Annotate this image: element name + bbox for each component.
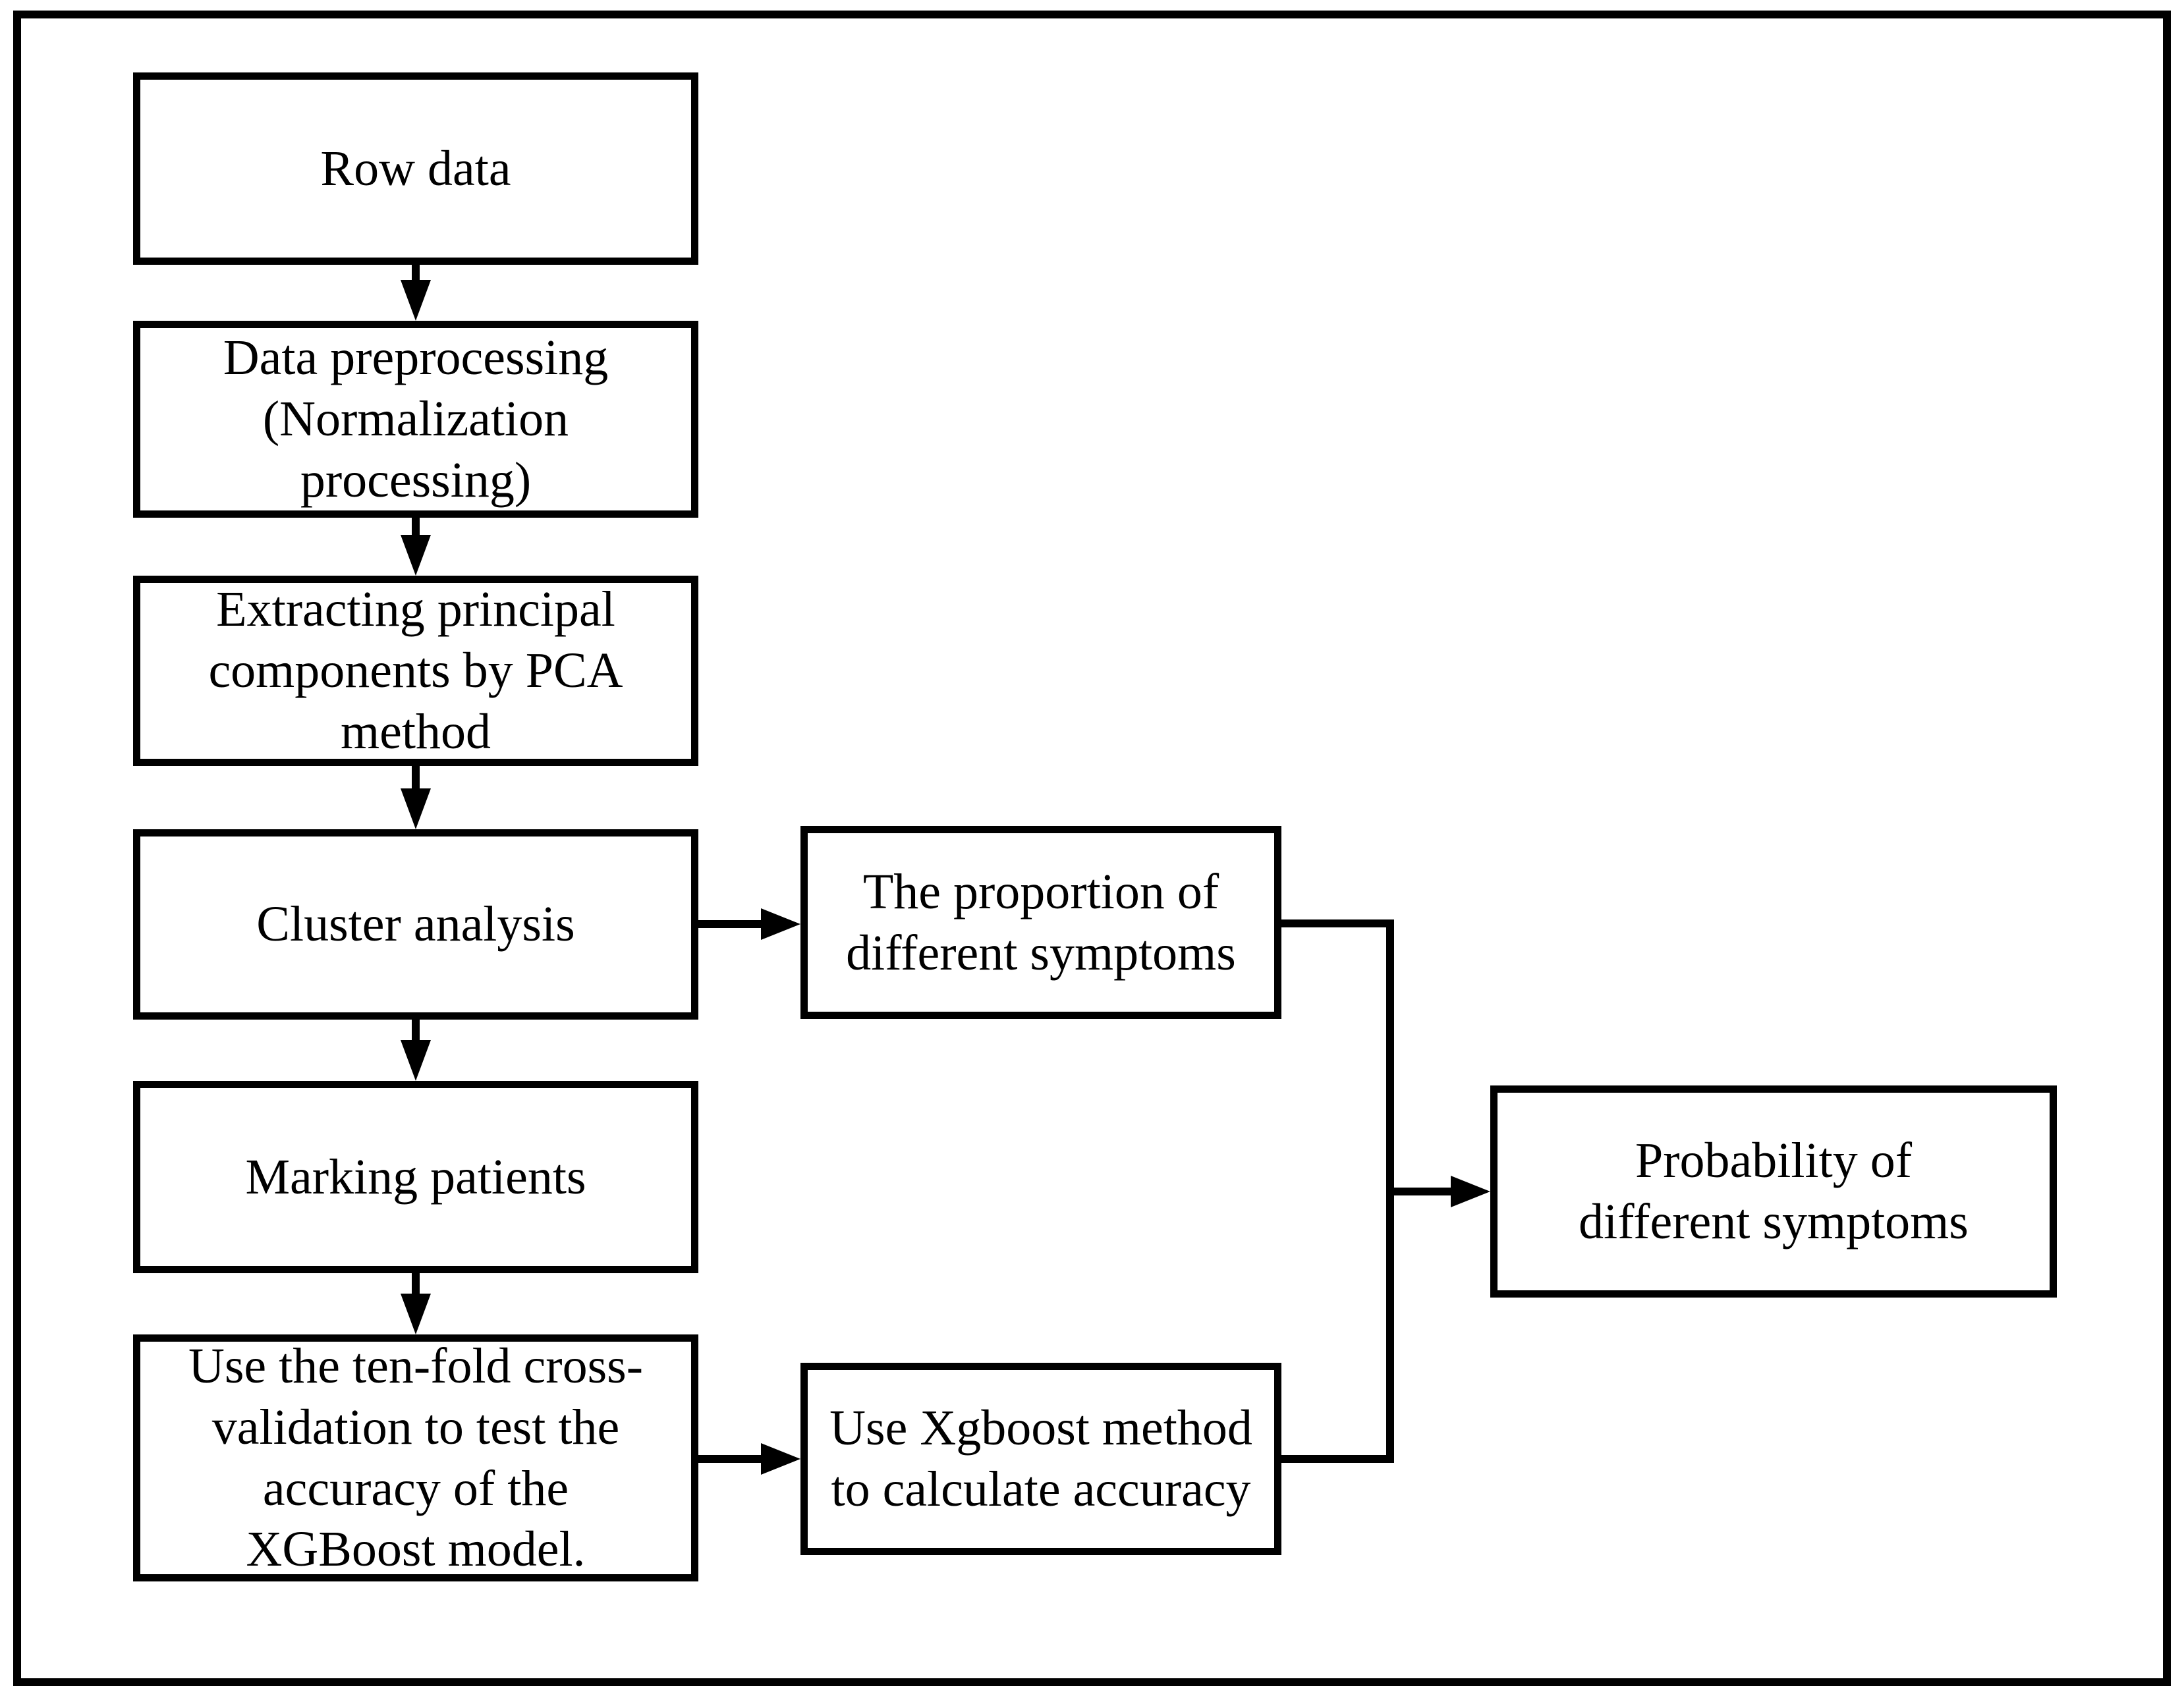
node-row-data: Row data <box>133 72 698 265</box>
node-label: Extracting principal components by PCA m… <box>208 582 623 759</box>
arrow-pca-to-cluster-shaft <box>412 765 420 790</box>
arrow-cluster-to-marking-shaft <box>412 1018 420 1041</box>
node-cluster-analysis: Cluster analysis <box>133 829 698 1020</box>
node-symptom-proportion: The proportion of different symptoms <box>800 826 1281 1019</box>
arrow-junction-to-probability-head <box>1451 1176 1490 1207</box>
outer-frame <box>13 11 2171 1686</box>
node-tenfold-validation: Use the ten-fold cross- validation to te… <box>133 1334 698 1581</box>
node-label: The proportion of different symptoms <box>846 864 1236 981</box>
node-label: Data preprocessing (Normalization proces… <box>223 330 609 508</box>
node-label: Marking patients <box>245 1149 586 1205</box>
arrow-pca-to-cluster-head <box>401 788 431 829</box>
node-label: Cluster analysis <box>256 896 575 952</box>
arrow-tenfold-to-xgboost-head <box>761 1443 800 1475</box>
arrow-rowdata-to-preprocessing-head <box>401 280 431 321</box>
arrow-marking-to-tenfold-shaft <box>412 1272 420 1295</box>
node-label: Row data <box>320 140 511 196</box>
arrow-rowdata-to-preprocessing-shaft <box>412 263 420 281</box>
node-label: Use Xgboost method to calculate accuracy <box>829 1400 1252 1517</box>
arrow-preprocessing-to-pca-head <box>401 535 431 576</box>
connector-xgboost-to-junction <box>1280 1455 1394 1463</box>
node-data-preprocessing: Data preprocessing (Normalization proces… <box>133 321 698 518</box>
arrow-junction-to-probability-shaft <box>1386 1188 1452 1195</box>
node-symptom-probability: Probability of different symptoms <box>1490 1085 2057 1298</box>
node-label: Probability of different symptoms <box>1579 1133 1969 1249</box>
arrow-cluster-to-proportion-head <box>761 908 800 940</box>
arrow-marking-to-tenfold-head <box>401 1294 431 1334</box>
node-xgboost-accuracy: Use Xgboost method to calculate accuracy <box>800 1363 1281 1555</box>
node-label: Use the ten-fold cross- validation to te… <box>188 1338 644 1577</box>
arrow-preprocessing-to-pca-shaft <box>412 516 420 536</box>
arrow-cluster-to-marking-head <box>401 1040 431 1081</box>
arrow-cluster-to-proportion-shaft <box>697 920 762 928</box>
node-pca-extraction: Extracting principal components by PCA m… <box>133 576 698 766</box>
arrow-tenfold-to-xgboost-shaft <box>697 1455 762 1463</box>
node-marking-patients: Marking patients <box>133 1081 698 1273</box>
connector-proportion-to-junction <box>1280 919 1394 927</box>
